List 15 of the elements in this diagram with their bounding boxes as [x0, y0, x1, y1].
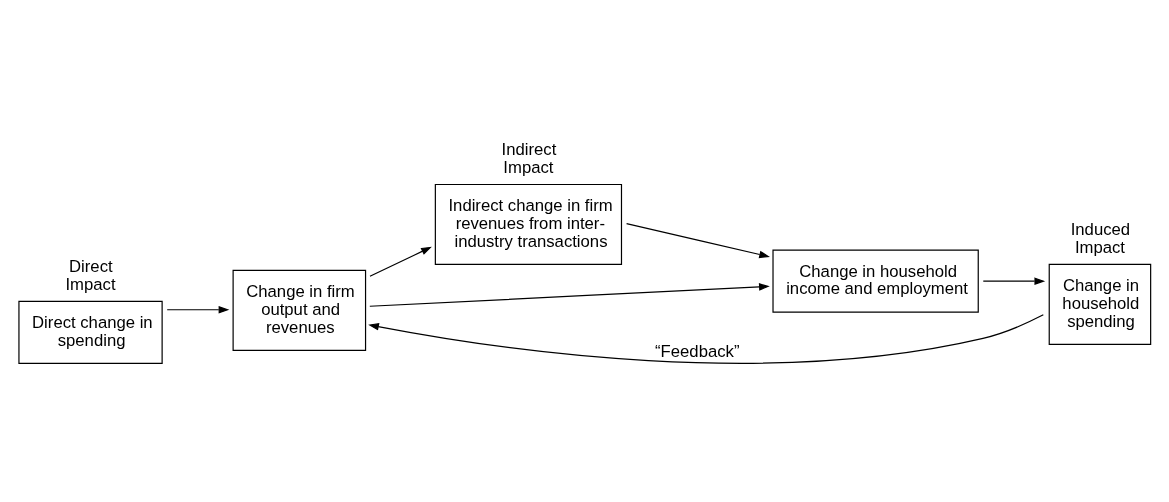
arrow: [368, 314, 1044, 364]
node-label: Induced Impact: [1070, 219, 1131, 257]
arrow: [369, 283, 770, 307]
node-box: Indirect change in firm revenues from inter-industry transactions: [434, 183, 623, 265]
node-box: Change in household income and employment: [772, 249, 979, 313]
arrow: [166, 306, 230, 314]
node-box: Change in household spending: [1048, 263, 1152, 345]
arrow: [626, 223, 770, 259]
node-box: Change in firm output and revenues: [232, 269, 367, 351]
node-box: Direct change in spending: [18, 300, 163, 365]
arrow: [369, 246, 432, 277]
edge-label: “Feedback”: [655, 341, 740, 361]
arrow: [982, 277, 1046, 285]
node-label: Indirect Impact: [501, 139, 557, 177]
node-label: Direct Impact: [65, 256, 116, 294]
